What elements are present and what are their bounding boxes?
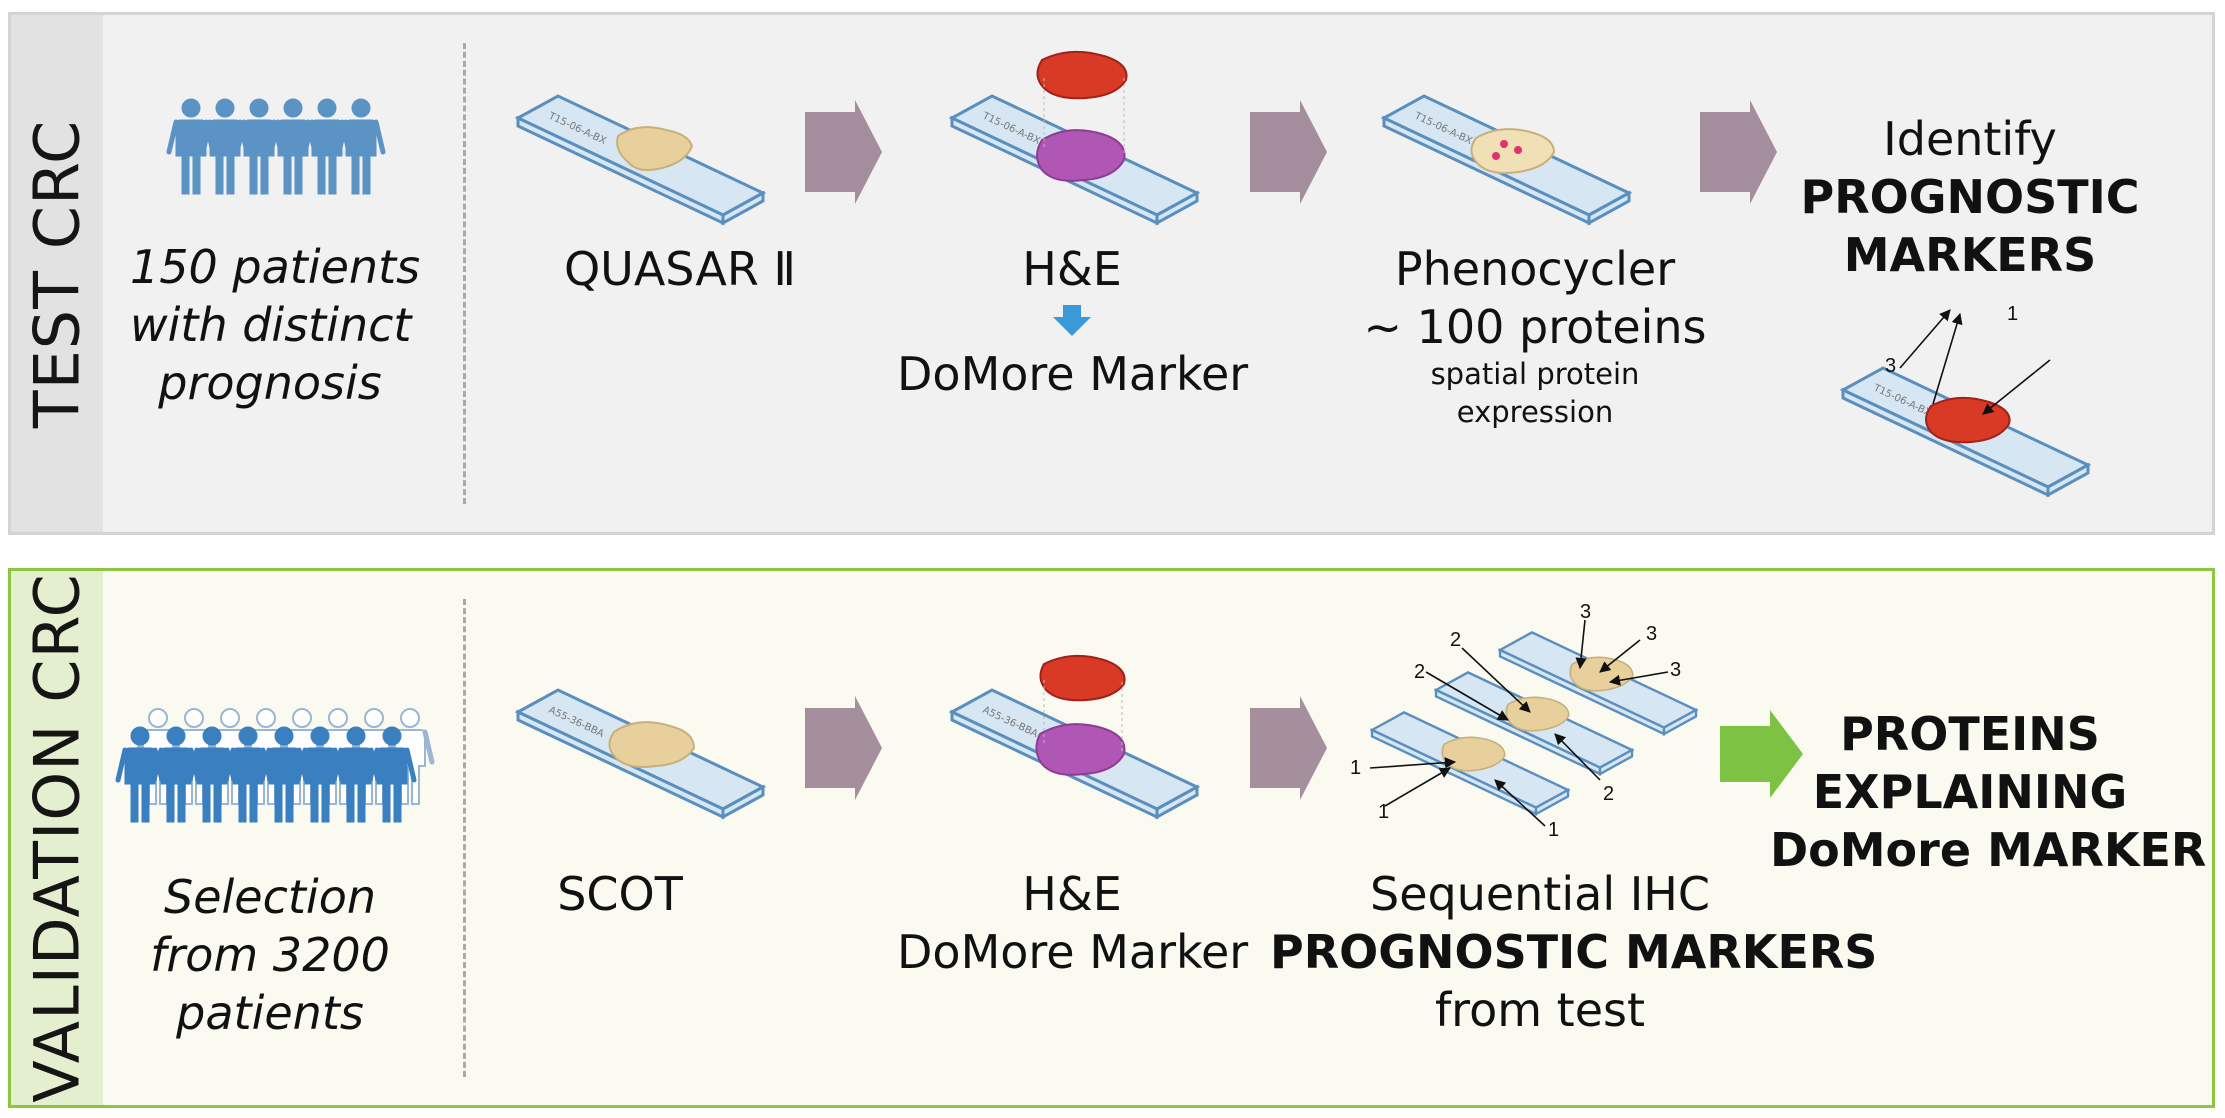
from-test-label: from test: [1434, 983, 1645, 1037]
phenocycler-label: Phenocycler: [1394, 242, 1676, 296]
domore-label: DoMore Marker: [897, 347, 1249, 401]
ihc-number-3a: 3: [1580, 601, 1591, 623]
test-patient-icons: [169, 99, 383, 194]
test-divider: [463, 43, 466, 504]
ihc-pointer-arrows: [1369, 619, 1669, 827]
test-crc-panel: TEST CRC: [8, 12, 2215, 535]
quasar-label: QUASAR Ⅱ: [563, 242, 797, 296]
markers-label: MARKERS: [1843, 228, 2097, 282]
flow-arrow-3: [1700, 100, 1777, 204]
test-patients-text: 150 patients with distinct prognosis: [130, 240, 421, 410]
validation-domore-label: DoMore Marker: [897, 925, 1249, 979]
validation-crc-panel: VALIDATION CRC: [8, 568, 2215, 1108]
ihc-number-2a: 2: [1414, 661, 1425, 683]
phenocycler-proteins-label: ~ 100 proteins: [1363, 300, 1707, 354]
prognostic-marker-slide-icon: T15-06-A-BX: [1841, 366, 2090, 497]
ihc-number-2b: 2: [1450, 629, 1461, 651]
scot-label: SCOT: [557, 867, 683, 921]
he-to-domore-arrow: [1053, 305, 1091, 336]
test-side-band: TEST CRC: [11, 15, 103, 532]
ihc-prognostic-markers-label: PROGNOSTIC MARKERS: [1270, 925, 1878, 979]
he-label: H&E: [1022, 242, 1122, 296]
flow-arrow-5: [1250, 696, 1327, 800]
quasar-slide-icon: T15-06-A-BX: [516, 94, 765, 225]
flow-arrow-1: [805, 100, 882, 204]
phenocycler-slide-icon: T15-06-A-BX: [1382, 94, 1631, 225]
validation-he-label: H&E: [1022, 867, 1122, 921]
result-label: PROTEINS EXPLAINING DoMore MARKER: [1770, 707, 2207, 877]
ihc-number-1b: 1: [1378, 801, 1389, 823]
prognostic-label: PROGNOSTIC: [1800, 170, 2140, 224]
sequential-ihc-label: Sequential IHC: [1370, 867, 1710, 921]
validation-side-band: VALIDATION CRC: [11, 571, 103, 1105]
marker-pointer-arrows: [1899, 309, 2051, 415]
result-arrow: [1720, 710, 1803, 798]
ihc-number-1c: 1: [1548, 819, 1559, 841]
test-marker-number-3: 3: [1885, 355, 1896, 377]
scot-slide-icon: A55-36-BBA: [516, 688, 765, 819]
ihc-number-3c: 3: [1670, 659, 1681, 681]
ihc-slide-stack: [1370, 631, 1698, 816]
identify-label: Identify: [1883, 112, 2057, 166]
test-marker-number-1: 1: [2007, 303, 2018, 325]
he-slide-icon: T15-06-A-BX: [950, 50, 1199, 225]
ihc-number-2c: 2: [1603, 783, 1614, 805]
validation-divider: [463, 599, 466, 1077]
ihc-number-3b: 3: [1646, 623, 1657, 645]
spatial-protein-note: spatial protein expression: [1430, 357, 1640, 429]
flow-arrow-4: [805, 696, 882, 800]
ihc-number-1a: 1: [1350, 757, 1361, 779]
validation-he-slide-icon: A55-36-BBA: [950, 654, 1199, 819]
validation-patients-text: Selection from 3200 patients: [150, 870, 390, 1040]
flow-arrow-2: [1250, 100, 1327, 204]
